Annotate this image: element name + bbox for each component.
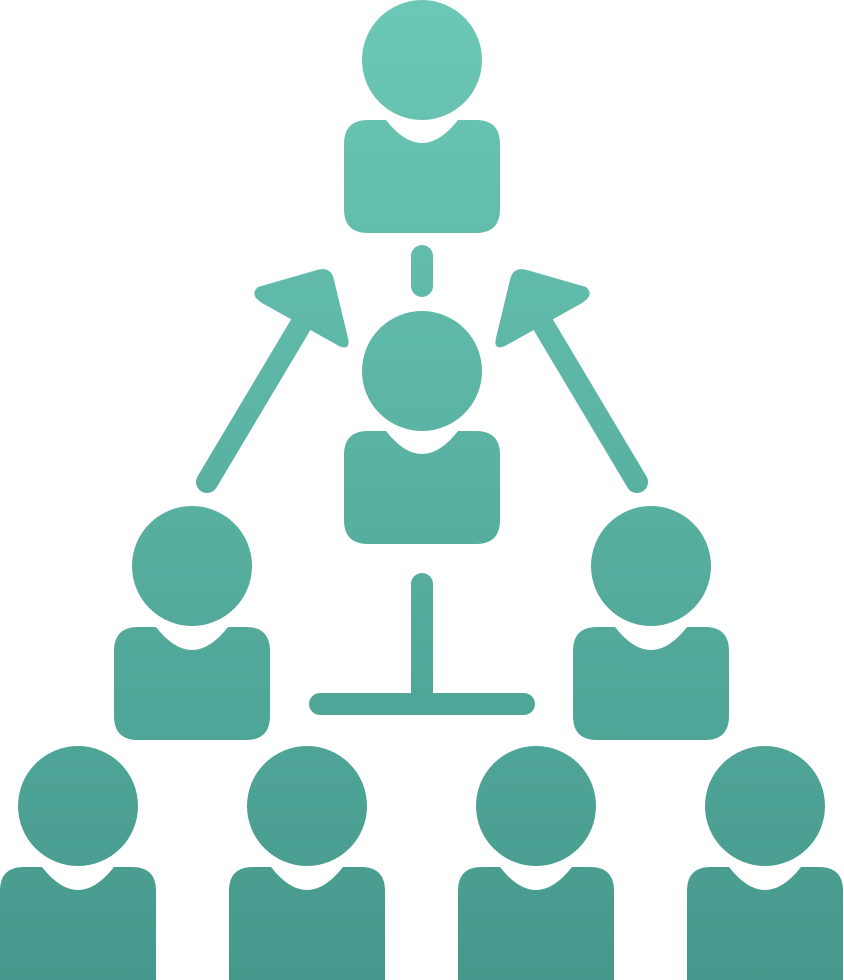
person-body (0, 867, 156, 980)
person-member-icon (229, 746, 385, 980)
person-body (114, 627, 270, 740)
person-head (18, 746, 138, 866)
person-head (476, 746, 596, 866)
person-head (705, 746, 825, 866)
person-head (362, 0, 482, 120)
person-member-icon (687, 746, 843, 980)
person-head (362, 311, 482, 431)
person-manager-icon (344, 311, 500, 544)
person-leader-icon (344, 0, 500, 233)
person-member-icon (573, 506, 729, 740)
team-connector (309, 573, 535, 715)
arrow-up-right-icon (495, 269, 648, 493)
person-body (573, 627, 729, 740)
person-body (344, 431, 500, 544)
person-head (132, 506, 252, 626)
person-member-icon (114, 506, 270, 740)
person-head (591, 506, 711, 626)
person-body (344, 120, 500, 233)
person-body (229, 867, 385, 980)
arrow-up-left-icon (196, 269, 349, 493)
person-body (687, 867, 843, 980)
person-member-icon (458, 746, 614, 980)
person-head (247, 746, 367, 866)
person-body (458, 867, 614, 980)
person-member-icon (0, 746, 156, 980)
